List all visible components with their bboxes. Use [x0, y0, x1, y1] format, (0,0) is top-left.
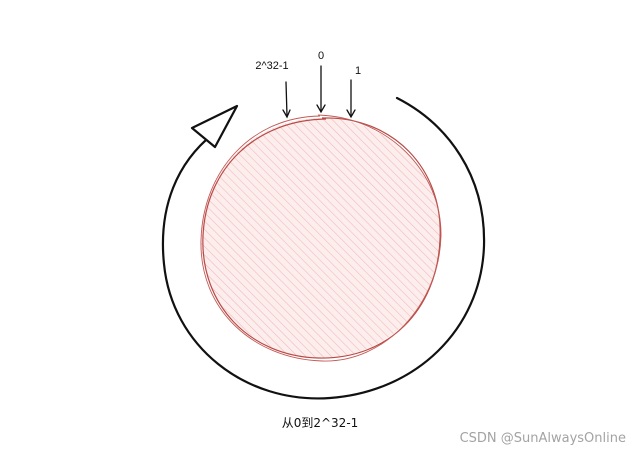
pointer-arrows — [282, 65, 356, 119]
direction-arrowhead — [190, 104, 239, 149]
hash-ring — [200, 114, 442, 362]
direction-arc — [161, 96, 486, 400]
arrow-max — [282, 81, 291, 119]
caption: 从0到2^32-1 — [282, 416, 359, 430]
label-one: 1 — [355, 65, 361, 77]
watermark: CSDN @SunAlwaysOnline — [460, 431, 626, 446]
arrow-one — [346, 79, 356, 119]
arrow-zero — [316, 65, 326, 114]
label-max: 2^32-1 — [255, 60, 288, 72]
label-zero: 0 — [318, 50, 324, 62]
